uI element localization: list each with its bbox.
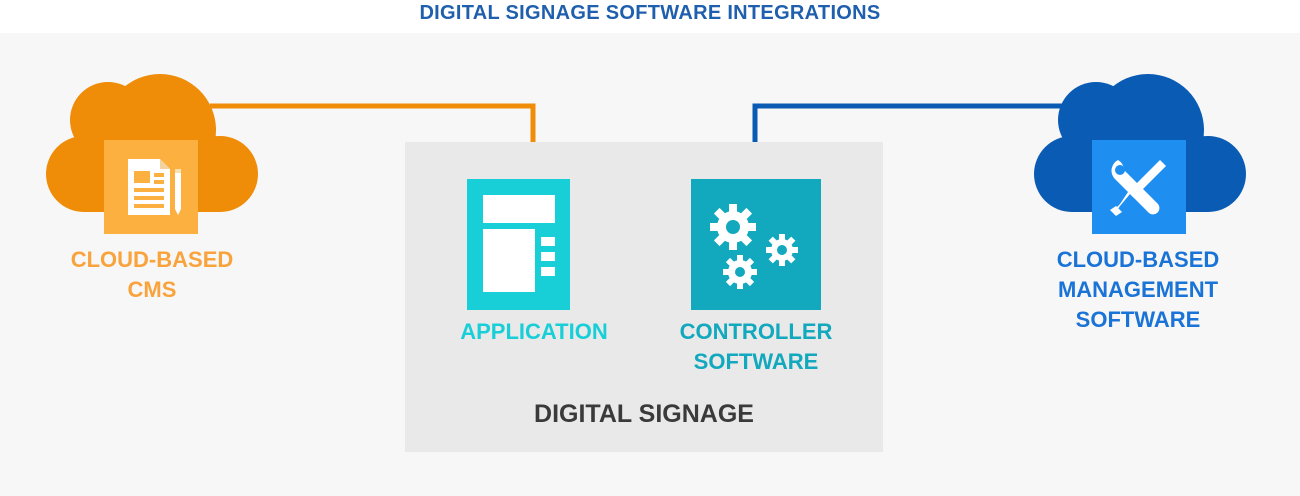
controller-label-line1: CONTROLLER	[679, 319, 833, 344]
management-label: CLOUD-BASED MANAGEMENT SOFTWARE	[1024, 245, 1252, 335]
document-pencil-icon	[128, 159, 181, 215]
management-label-line2: MANAGEMENT	[1057, 277, 1219, 302]
app-window-icon	[483, 195, 555, 292]
controller-label-line2: SOFTWARE	[693, 349, 819, 374]
management-connector-line	[752, 103, 1090, 143]
cms-label: CLOUD-BASED CMS	[40, 245, 264, 305]
controller-label: CONTROLLER SOFTWARE	[656, 317, 856, 377]
diagram-title: DIGITAL SIGNAGE SOFTWARE INTEGRATIONS	[419, 2, 881, 24]
management-label-line1: CLOUD-BASED	[1056, 247, 1220, 272]
management-icon-tile	[1092, 140, 1186, 234]
application-tile	[467, 179, 570, 310]
cms-connector-line	[210, 103, 536, 143]
wrench-screwdriver-icon	[1110, 160, 1166, 216]
management-label-line3: SOFTWARE	[1075, 307, 1201, 332]
cms-label-line1: CLOUD-BASED	[70, 247, 234, 272]
cms-label-line2: CMS	[127, 277, 177, 302]
application-label: APPLICATION	[460, 319, 608, 344]
cms-icon-tile	[104, 140, 198, 234]
digital-signage-label: DIGITAL SIGNAGE	[534, 400, 754, 428]
gears-icon	[710, 204, 798, 289]
controller-tile	[691, 179, 821, 310]
